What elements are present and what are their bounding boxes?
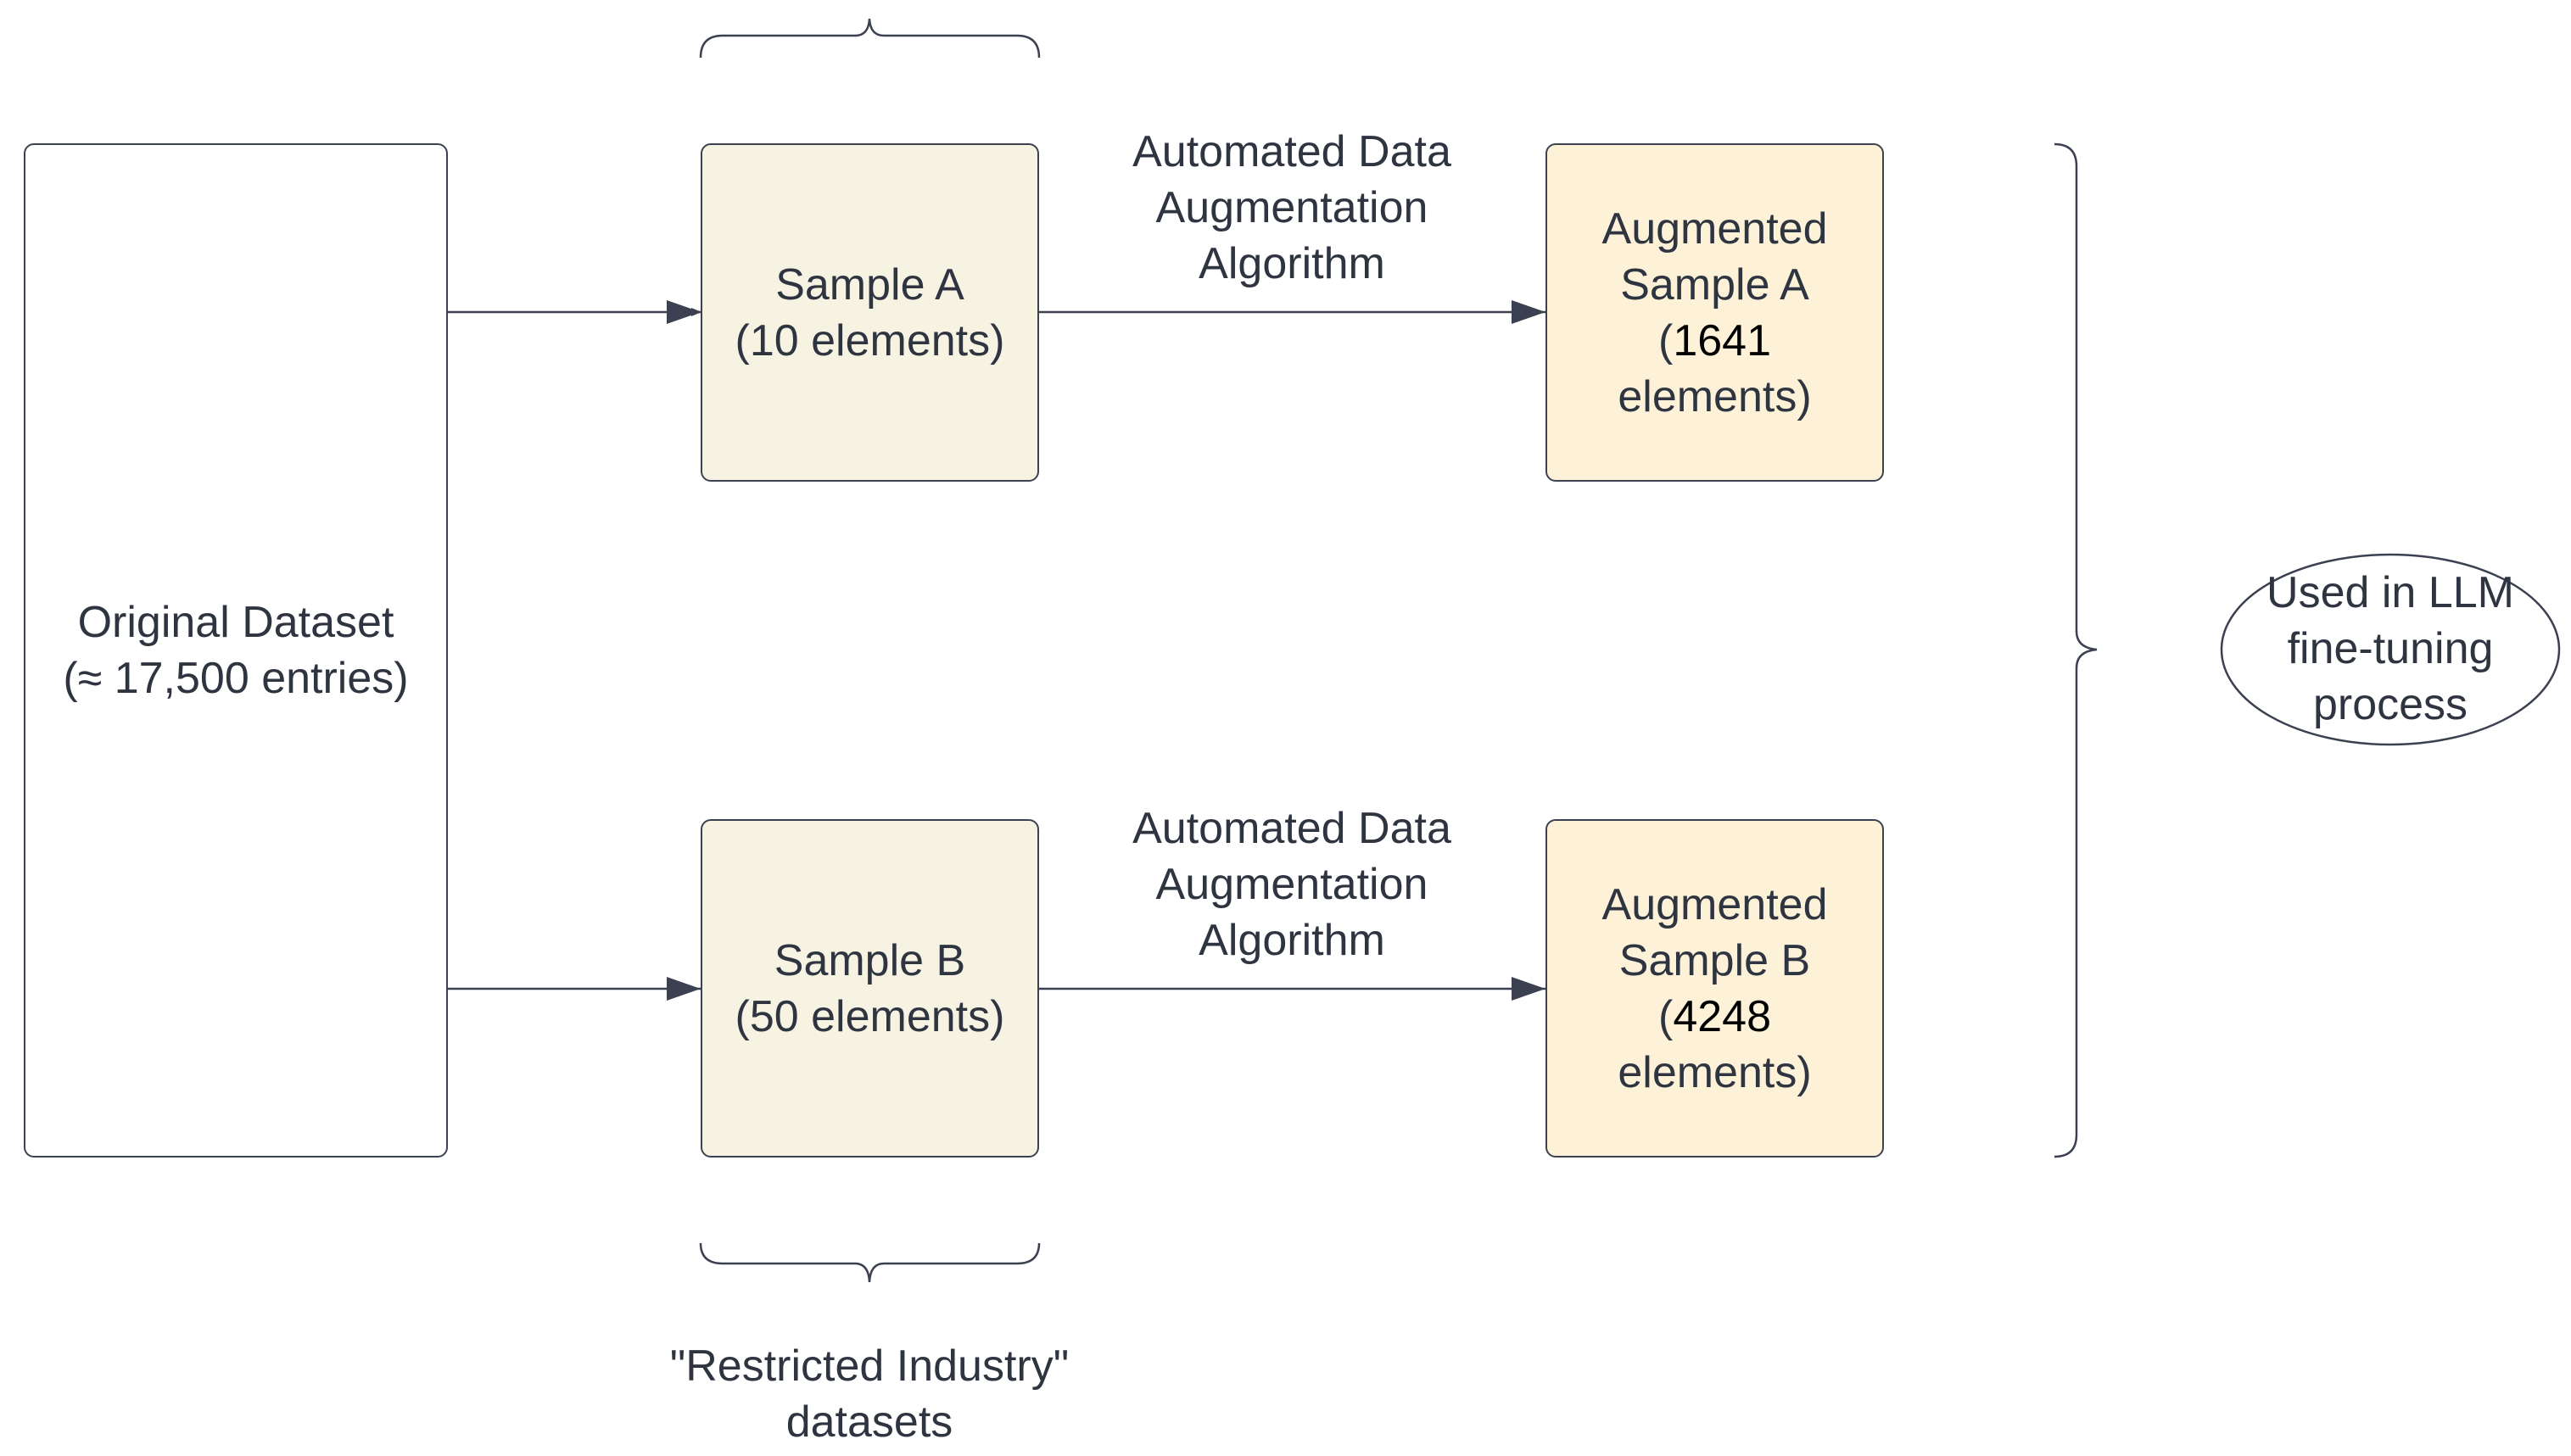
usage-line2: fine-tuning xyxy=(2287,624,2494,673)
augmented-sample-b-line4: elements) xyxy=(1618,1047,1812,1097)
sample-b-box: Sample B (50 elements) xyxy=(701,819,1039,1158)
sample-b-count: (50 elements) xyxy=(735,991,1005,1041)
augmented-sample-a-paren: ( xyxy=(1657,315,1674,365)
arrow-original-to-sample-b-head xyxy=(667,977,701,1001)
restricted-datasets-line1: "Restricted Industry" xyxy=(669,1342,1070,1391)
algorithm-label-a-line1: Automated Data xyxy=(1132,127,1451,176)
algorithm-label-a: Automated Data Augmentation Algorithm xyxy=(1037,124,1546,292)
augmented-sample-b-line1: Augmented xyxy=(1601,879,1828,929)
augmented-sample-b-line2: Sample B xyxy=(1618,935,1811,985)
augmented-sample-b-box: Augmented Sample B (4248 elements) xyxy=(1545,819,1884,1158)
algorithm-label-a-line3: Algorithm xyxy=(1199,239,1385,288)
usage-label: Used in LLM fine-tuning process xyxy=(2222,565,2559,733)
original-dataset-count: (≈ 17,500 entries) xyxy=(63,654,409,703)
augmented-sample-a-line2: Sample A xyxy=(1620,259,1809,310)
algorithm-label-b-line3: Algorithm xyxy=(1199,916,1385,965)
original-dataset-box: Original Dataset (≈ 17,500 entries) xyxy=(24,143,448,1158)
sample-a-box: Sample A (10 elements) xyxy=(701,143,1039,482)
top-brace xyxy=(699,18,1041,59)
algorithm-label-a-line2: Augmentation xyxy=(1155,183,1428,232)
algorithm-label-b: Automated Data Augmentation Algorithm xyxy=(1037,801,1546,968)
augmented-sample-a-count: 1641 xyxy=(1673,315,1771,365)
sample-b-title: Sample B xyxy=(774,935,966,985)
augmented-sample-b-line3: (4248 xyxy=(1658,989,1771,1045)
original-dataset-title: Original Dataset xyxy=(77,598,394,647)
sample-a-title: Sample A xyxy=(775,259,964,310)
algorithm-label-b-line2: Augmentation xyxy=(1155,860,1428,909)
restricted-datasets-line2: datasets xyxy=(785,1397,953,1447)
right-brace xyxy=(2054,142,2098,1158)
restricted-datasets-label: "Restricted Industry" datasets xyxy=(615,1338,1124,1450)
bottom-brace xyxy=(699,1242,1041,1283)
usage-line1: Used in LLM xyxy=(2266,568,2514,617)
augmented-sample-a-line1: Augmented xyxy=(1601,204,1828,254)
arrow-sample-b-to-augmented-b-head xyxy=(1512,977,1545,1001)
algorithm-label-b-line1: Automated Data xyxy=(1132,804,1451,853)
augmented-sample-a-line3: (1641 xyxy=(1658,313,1771,369)
augmented-sample-a-box: Augmented Sample A (1641 elements) xyxy=(1545,143,1884,482)
usage-ellipse xyxy=(2220,553,2561,746)
usage-line3: process xyxy=(2312,680,2468,729)
arrow-sample-a-to-augmented-a-head xyxy=(1512,300,1545,324)
arrow-original-to-sample-a-head xyxy=(667,300,701,324)
augmented-sample-b-count: 4248 xyxy=(1673,991,1771,1041)
augmented-sample-a-line4: elements) xyxy=(1618,371,1812,421)
augmented-sample-b-paren: ( xyxy=(1657,991,1674,1041)
sample-a-count: (10 elements) xyxy=(735,315,1005,365)
